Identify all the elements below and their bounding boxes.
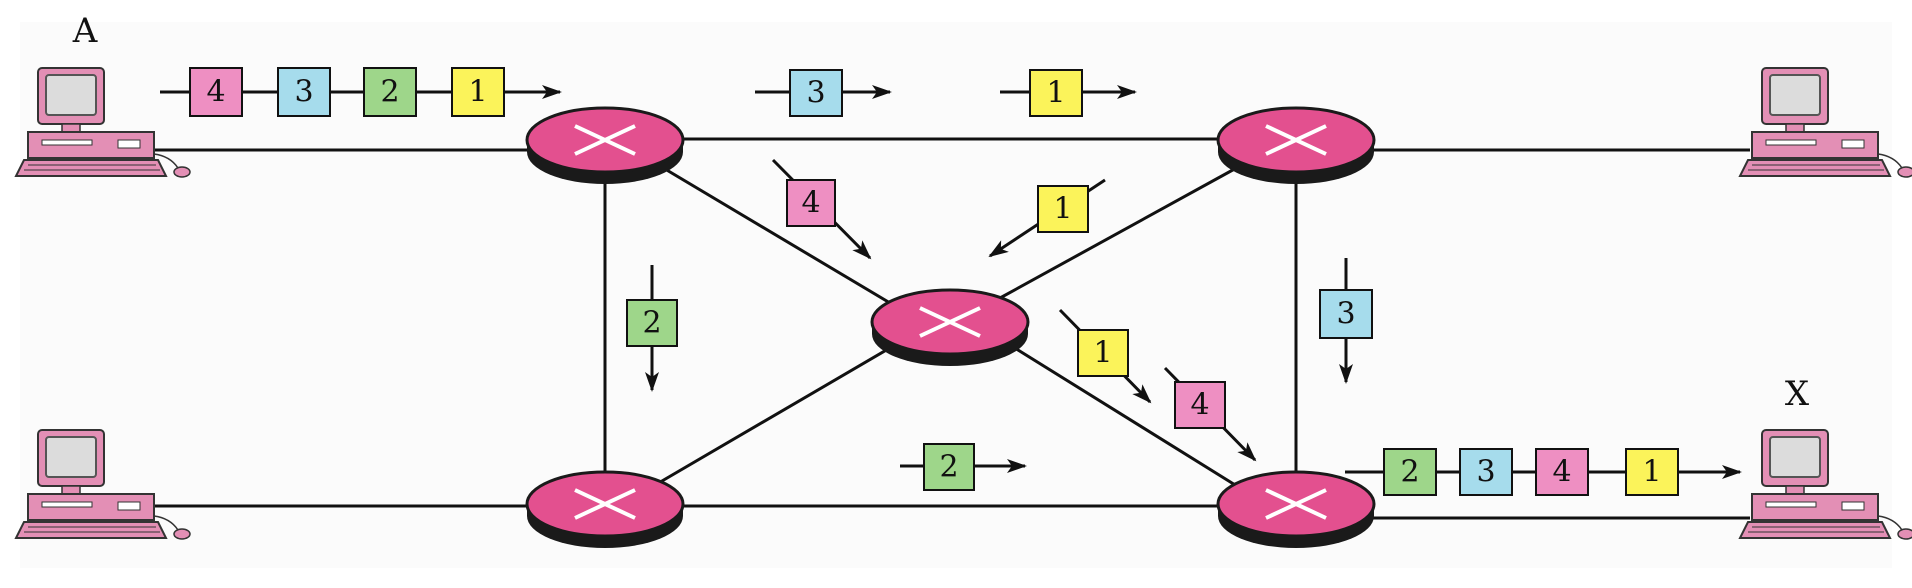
packet-3 (1459, 448, 1513, 496)
center-br-packet-4: 4 (1163, 366, 1257, 462)
source-packet-queue: 4 3 2 1 (160, 67, 562, 117)
packet-label: 1 (1093, 336, 1112, 371)
packet-label: 4 (1552, 455, 1571, 490)
packet-label: 1 (1046, 76, 1065, 111)
packet-label: 2 (939, 450, 958, 485)
packet-1 (1037, 185, 1089, 233)
packet-1 (1625, 448, 1679, 496)
packet-label: 4 (206, 75, 225, 110)
router-top-right (1216, 106, 1376, 186)
packet-label: 3 (1476, 455, 1495, 490)
receiver-label: X (1785, 374, 1810, 414)
packet-4 (786, 179, 836, 227)
packet-label: 3 (294, 75, 313, 110)
network-links (130, 137, 1750, 520)
link-router-bl-to-center (649, 343, 896, 490)
diag-packet-4: 4 (771, 158, 872, 260)
packet-3 (1319, 289, 1373, 339)
packet-4 (1535, 448, 1589, 496)
destination-packet-queue: 2 3 4 1 (1345, 448, 1742, 496)
packet-2 (626, 299, 678, 347)
packet-label: 4 (801, 186, 820, 221)
packet-label: 1 (1053, 192, 1072, 227)
left-vertical-packet-2: 2 (626, 265, 678, 392)
packet-1 (1077, 329, 1129, 377)
packet-3 (789, 69, 843, 117)
top-link-packet-1: 1 (1000, 69, 1137, 117)
packet-label: 2 (380, 75, 399, 110)
router-center (870, 288, 1030, 368)
router-bottom-left (525, 470, 685, 550)
link-router-tr-to-center (999, 164, 1241, 300)
packet-2 (1383, 448, 1437, 496)
router-bottom-right (1216, 470, 1376, 550)
packet-label: 3 (1336, 297, 1355, 332)
center-br-packet-1: 1 (1058, 308, 1152, 404)
right-vertical-packet-3: 3 (1319, 258, 1373, 384)
bottom-link-packet-2: 2 (900, 443, 1027, 491)
packet-4 (1174, 381, 1226, 429)
packet-label: 2 (642, 306, 661, 341)
link-center-to-router-br (1009, 343, 1241, 490)
packet-label: 2 (1400, 455, 1419, 490)
packet-label: 4 (1190, 388, 1209, 423)
packet-4 (189, 67, 243, 117)
link-router-tl-to-center (659, 164, 891, 305)
packet-label: 1 (1642, 455, 1661, 490)
packet-2 (363, 67, 417, 117)
packet-1 (451, 67, 505, 117)
packet-label: 3 (806, 76, 825, 111)
packet-2 (923, 443, 975, 491)
packet-label: 1 (468, 75, 487, 110)
sender-label: A (72, 11, 98, 51)
diag-packet-1: 1 (988, 178, 1106, 258)
router-top-left (525, 106, 685, 186)
packet-3 (277, 67, 331, 117)
top-link-packet-3: 3 (755, 69, 892, 117)
packet-1 (1029, 69, 1083, 117)
